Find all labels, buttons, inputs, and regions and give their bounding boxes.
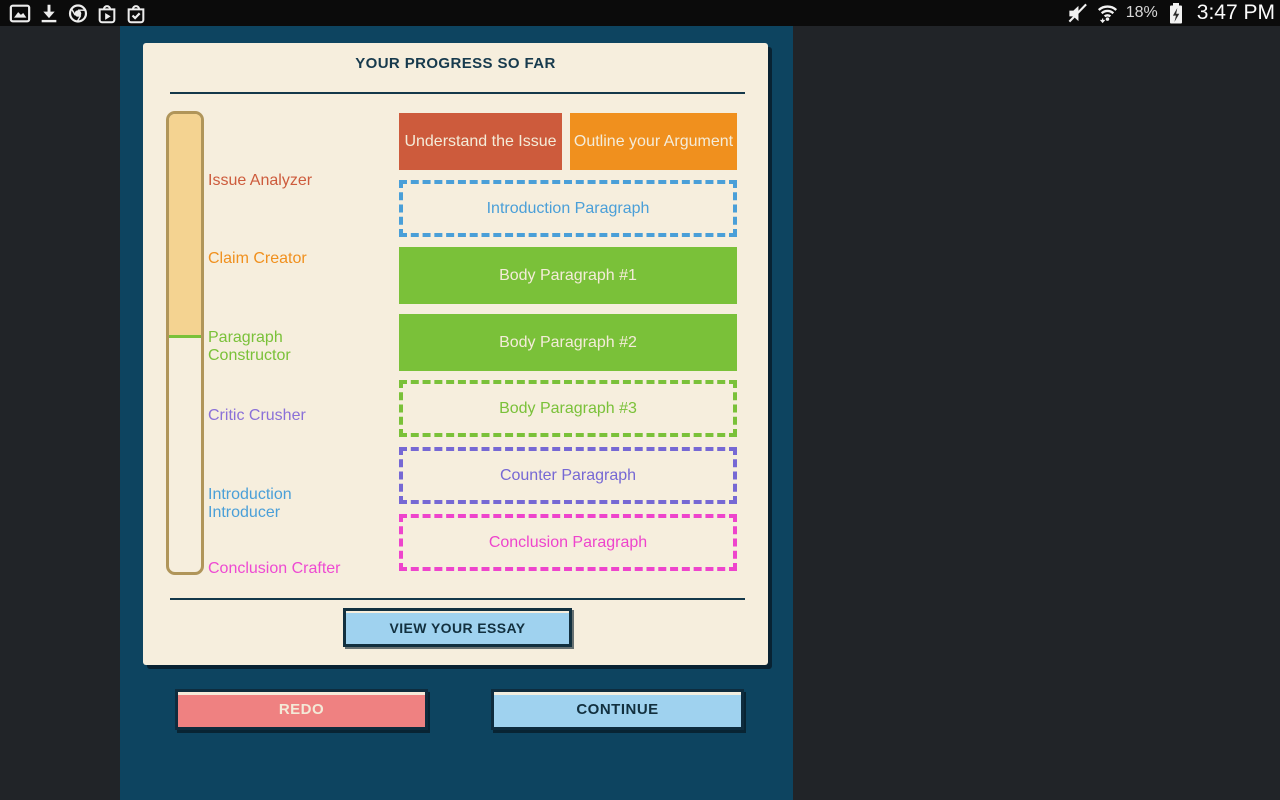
status-bar: 18% 3:47 PM xyxy=(0,0,1280,26)
milestone-claim-creator: Claim Creator xyxy=(208,250,307,267)
continue-button[interactable]: CONTINUE xyxy=(491,689,744,730)
battery-percent: 18% xyxy=(1125,4,1158,21)
clock: 3:47 PM xyxy=(1196,1,1275,24)
milestone-issue-analyzer: Issue Analyzer xyxy=(208,172,313,189)
wifi-icon xyxy=(1096,2,1119,25)
divider-top xyxy=(170,92,745,94)
progress-track xyxy=(166,111,204,575)
redo-button[interactable]: REDO xyxy=(175,689,428,730)
milestone-critic-crusher: Critic Crusher xyxy=(208,407,306,424)
checklist-icon xyxy=(124,2,147,25)
page-title: YOUR PROGRESS SO FAR xyxy=(355,55,556,72)
divider-bottom xyxy=(170,598,745,600)
system-status-icons: 18% 3:47 PM xyxy=(1066,1,1280,25)
volume-muted-icon xyxy=(1066,2,1089,25)
chrome-icon xyxy=(66,2,89,25)
box-understand-the-issue: Understand the Issue xyxy=(399,113,562,170)
box-body-paragraph-1: Body Paragraph #1 xyxy=(399,247,737,304)
milestone-paragraph-constructor: Paragraph Constructor xyxy=(208,329,291,364)
box-outline-your-argument: Outline your Argument xyxy=(570,113,737,170)
box-counter-paragraph: Counter Paragraph xyxy=(399,447,737,504)
progress-card: YOUR PROGRESS SO FAR Issue Analyzer Clai… xyxy=(143,43,768,665)
progress-fill xyxy=(169,114,201,339)
download-icon xyxy=(37,2,60,25)
view-essay-button[interactable]: VIEW YOUR ESSAY xyxy=(343,608,572,647)
box-introduction-paragraph: Introduction Paragraph xyxy=(399,180,737,237)
notification-icons xyxy=(0,2,147,25)
box-conclusion-paragraph: Conclusion Paragraph xyxy=(399,514,737,571)
gallery-icon xyxy=(8,2,31,25)
box-body-paragraph-2: Body Paragraph #2 xyxy=(399,314,737,371)
battery-charging-icon xyxy=(1165,2,1188,25)
play-store-icon xyxy=(95,2,118,25)
app-panel: YOUR PROGRESS SO FAR Issue Analyzer Clai… xyxy=(120,26,793,800)
milestone-conclusion-crafter: Conclusion Crafter xyxy=(208,560,341,577)
box-body-paragraph-3: Body Paragraph #3 xyxy=(399,380,737,437)
milestone-introduction-introducer: Introduction Introducer xyxy=(208,486,292,521)
